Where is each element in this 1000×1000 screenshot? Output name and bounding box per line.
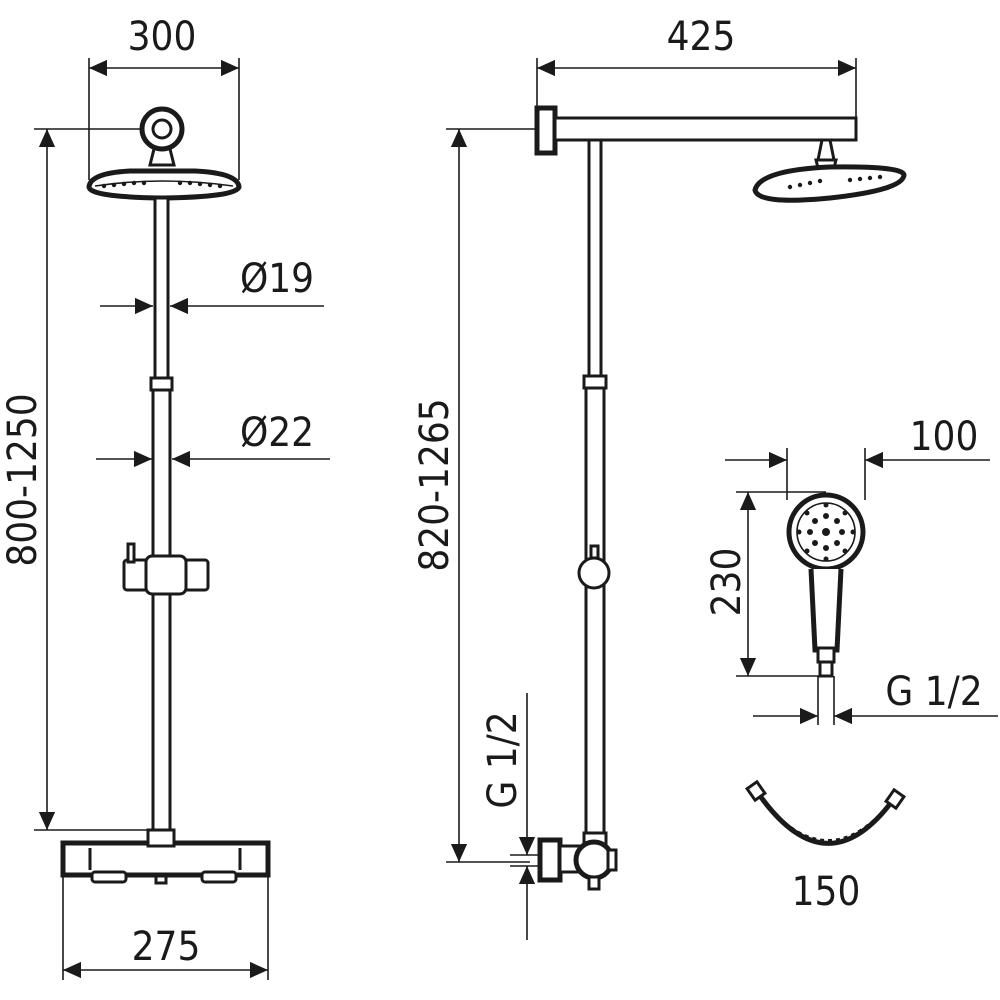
hand-shower-view: 100 230 — [704, 414, 998, 915]
handshower-thread-dimension: G 1/2 — [753, 669, 998, 725]
side-view: 425 820-1265 — [412, 14, 907, 940]
lower-diameter-dimension: Ø22 — [96, 410, 330, 468]
height-front-dimension: 800-1250 — [0, 128, 150, 831]
inlet-thread-label: G 1/2 — [480, 711, 526, 808]
riser-upper — [153, 196, 170, 380]
mixer-side — [537, 831, 618, 891]
shower-hose: 150 — [744, 779, 907, 915]
height-front-label: 800-1250 — [0, 393, 46, 566]
handshower-width-label: 100 — [910, 414, 979, 460]
handshower-length-dimension: 230 — [704, 491, 826, 677]
riser-lower — [151, 388, 172, 837]
handshower-thread-label: G 1/2 — [885, 669, 982, 715]
handshower-width-dimension: 100 — [725, 414, 990, 500]
mixer-width-dimension: 275 — [62, 875, 269, 980]
upper-diameter-label: Ø19 — [240, 256, 314, 302]
height-side-dimension: 820-1265 — [412, 128, 535, 863]
shower-arm — [553, 116, 858, 142]
handshower-length-label: 230 — [704, 548, 750, 617]
spray-nozzles — [796, 502, 856, 562]
rain-head-side — [752, 164, 907, 203]
head-width-label: 300 — [128, 14, 197, 60]
arm-length-label: 425 — [667, 14, 736, 60]
inlet-thread-dimension: G 1/2 — [480, 693, 540, 940]
rain-head-front — [86, 168, 242, 201]
mixer-width-label: 275 — [132, 924, 201, 970]
head-width-dimension: 300 — [88, 14, 240, 180]
lower-diameter-label: Ø22 — [240, 410, 314, 456]
front-view: 300 800-1250 Ø19 — [0, 14, 330, 980]
slider-knob-side — [577, 556, 611, 590]
thermostatic-mixer-front — [60, 828, 271, 885]
hose-length-label: 150 — [792, 869, 861, 915]
arm-length-dimension: 425 — [536, 14, 857, 118]
hand-shower-slider — [122, 542, 210, 596]
upper-diameter-dimension: Ø19 — [100, 256, 324, 315]
height-side-label: 820-1265 — [412, 398, 458, 571]
